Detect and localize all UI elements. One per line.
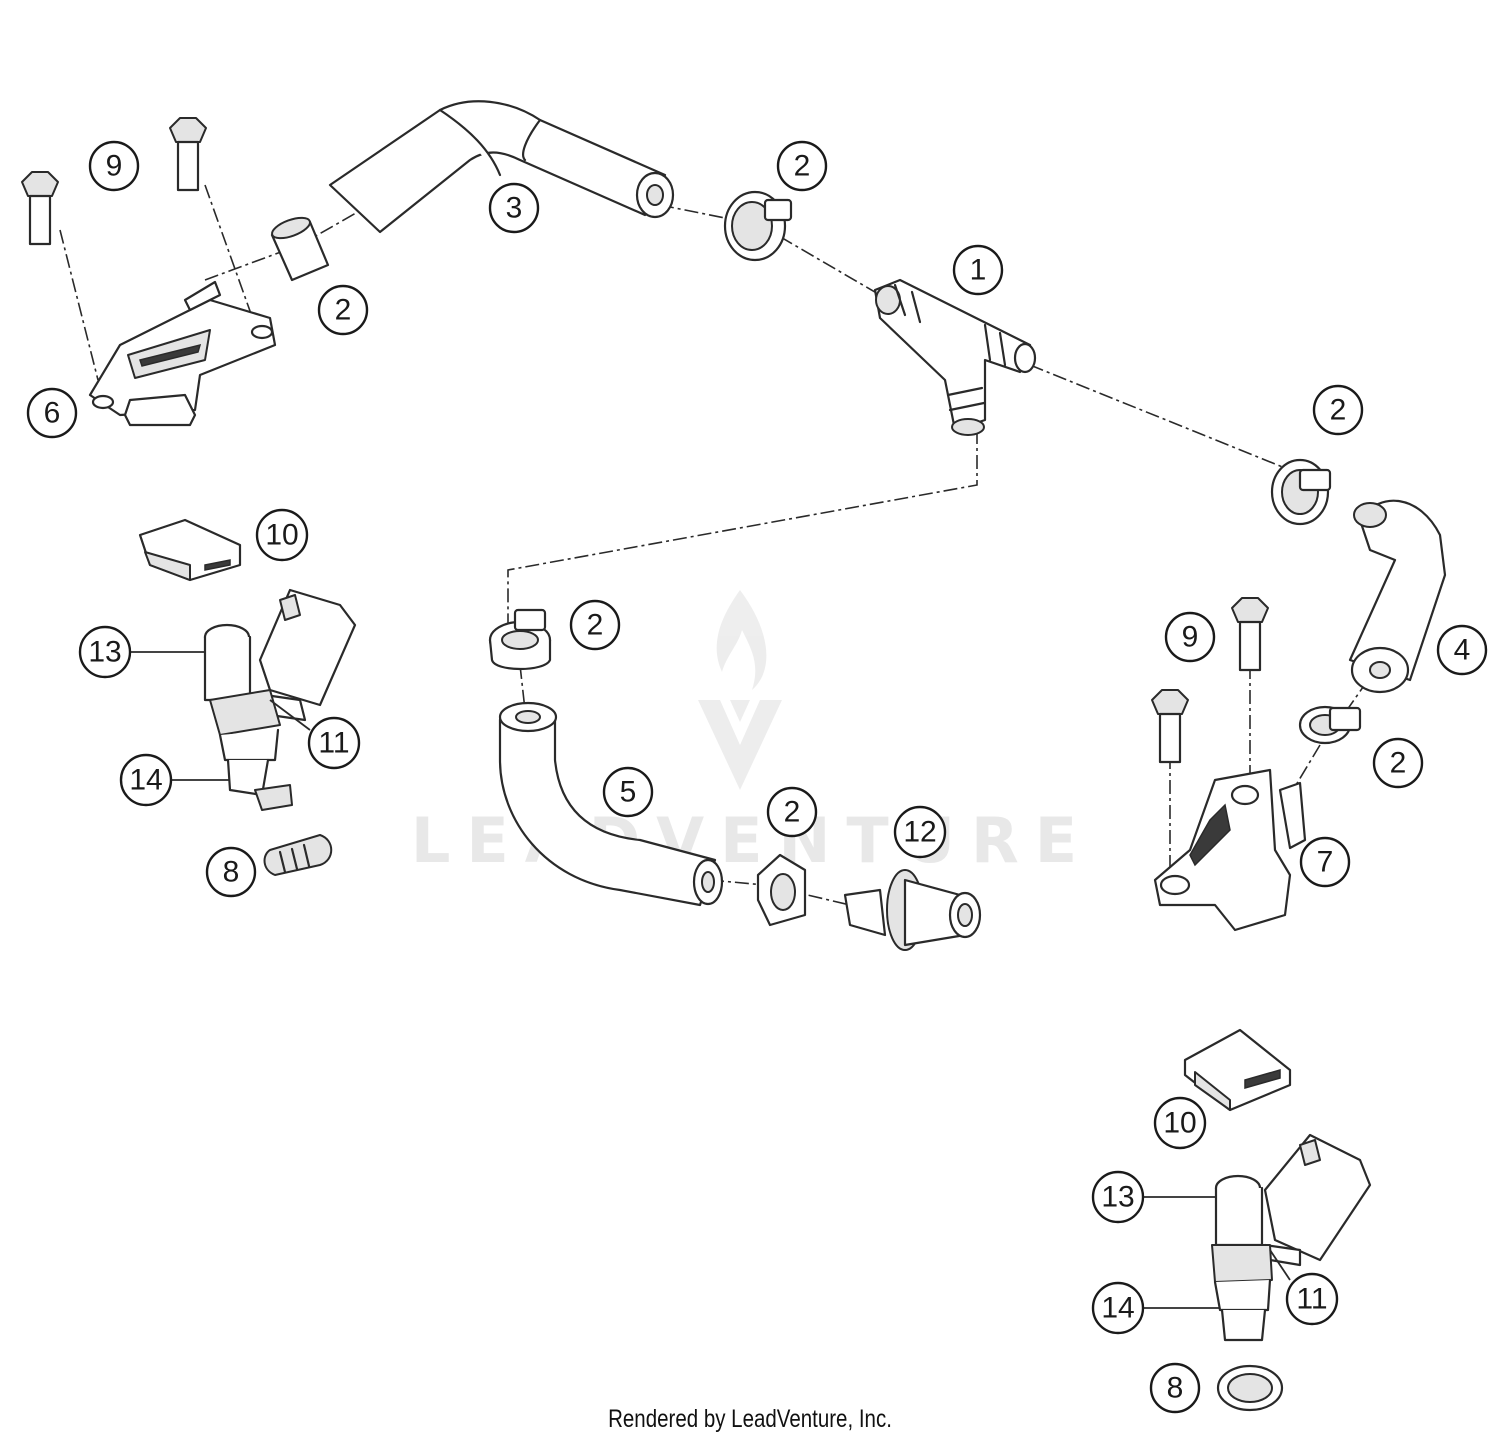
callout-7: 7	[1299, 836, 1351, 888]
bolt-9-left-a	[21, 171, 59, 246]
callout-12: 12	[893, 805, 947, 859]
t-connector-1	[873, 278, 1037, 436]
connector-11-left	[258, 588, 357, 722]
callout-2-label: 2	[335, 294, 352, 327]
clamp-2-right-lower	[1298, 705, 1362, 745]
callout-5-label: 5	[620, 776, 637, 809]
callout-10: 10	[1153, 1096, 1207, 1150]
hose-4	[1348, 499, 1447, 694]
clamp-2-right	[1270, 458, 1332, 526]
callout-3: 3	[488, 182, 540, 234]
bolt-9-right-a	[1231, 597, 1269, 672]
footer-credit: Rendered by LeadVenture, Inc.	[608, 1405, 892, 1433]
callout-9-label: 9	[106, 150, 123, 183]
callout-8-label: 8	[223, 856, 240, 889]
callout-2: 2	[569, 599, 621, 651]
callout-9: 9	[88, 140, 140, 192]
callout-2-label: 2	[1390, 747, 1407, 780]
hose-5	[498, 701, 724, 907]
sensor-7	[1153, 768, 1307, 932]
callout-2-label: 2	[1330, 394, 1347, 427]
seal-8-right	[1216, 1364, 1284, 1412]
callout-2: 2	[1372, 737, 1424, 789]
callout-13-label: 13	[88, 636, 121, 669]
connector-11-right	[1263, 1133, 1372, 1267]
callout-8-label: 8	[1167, 1372, 1184, 1405]
clamp-2-lower-middle	[756, 853, 807, 927]
clip-10-right	[1183, 1028, 1292, 1112]
callout-5: 5	[602, 766, 654, 818]
valve-12	[843, 869, 982, 951]
sensor-housing-6	[88, 280, 277, 427]
bolt-9-right-b	[1151, 689, 1189, 764]
callout-11-label: 11	[1296, 1283, 1327, 1316]
callout-11: 11	[1285, 1272, 1339, 1326]
callout-13-label: 13	[1101, 1181, 1134, 1214]
bolt-9-left-b	[169, 117, 207, 192]
watermark-logo: LEADVENTURE	[411, 590, 1077, 877]
callout-2-label: 2	[587, 609, 604, 642]
callout-3-label: 3	[506, 192, 523, 225]
callout-2: 2	[776, 140, 828, 192]
callout-14-label: 14	[1101, 1292, 1134, 1325]
callout-13: 13	[1091, 1170, 1145, 1224]
callout-8: 8	[1149, 1362, 1201, 1414]
leader-lines	[59, 184, 1369, 906]
hose-3	[328, 100, 675, 234]
callout-14-label: 14	[129, 764, 162, 797]
callout-13: 13	[78, 625, 132, 679]
callout-pointers	[130, 651, 1291, 1309]
callout-4-label: 4	[1454, 634, 1471, 667]
callout-2: 2	[1312, 384, 1364, 436]
injector-right	[1211, 1174, 1273, 1342]
callout-14: 14	[1091, 1281, 1145, 1335]
clamp-2-middle	[488, 608, 552, 670]
seal-8-left	[263, 834, 333, 876]
clip-10-left	[138, 518, 242, 582]
clamp-sleeve-left	[270, 216, 330, 282]
callout-14: 14	[119, 753, 173, 807]
callout-6-label: 6	[44, 397, 61, 430]
callout-1-label: 1	[970, 254, 987, 287]
callout-2: 2	[766, 786, 818, 838]
callout-7-label: 7	[1317, 846, 1334, 879]
callout-4: 4	[1436, 624, 1488, 676]
injector-left	[203, 623, 293, 811]
callout-10: 10	[255, 508, 309, 562]
callout-8: 8	[205, 846, 257, 898]
callout-11: 11	[307, 716, 361, 770]
callout-2: 2	[317, 284, 369, 336]
callout-9: 9	[1164, 611, 1216, 663]
callout-11-label: 11	[318, 727, 349, 760]
callout-10-label: 10	[1163, 1107, 1196, 1140]
clamp-2-upper	[723, 190, 793, 262]
callout-2-label: 2	[794, 150, 811, 183]
callout-2-label: 2	[784, 796, 801, 829]
callout-10-label: 10	[265, 519, 298, 552]
callout-9-label: 9	[1182, 621, 1199, 654]
callout-1: 1	[952, 244, 1004, 296]
callout-12-label: 12	[903, 816, 936, 849]
callout-6: 6	[26, 387, 78, 439]
